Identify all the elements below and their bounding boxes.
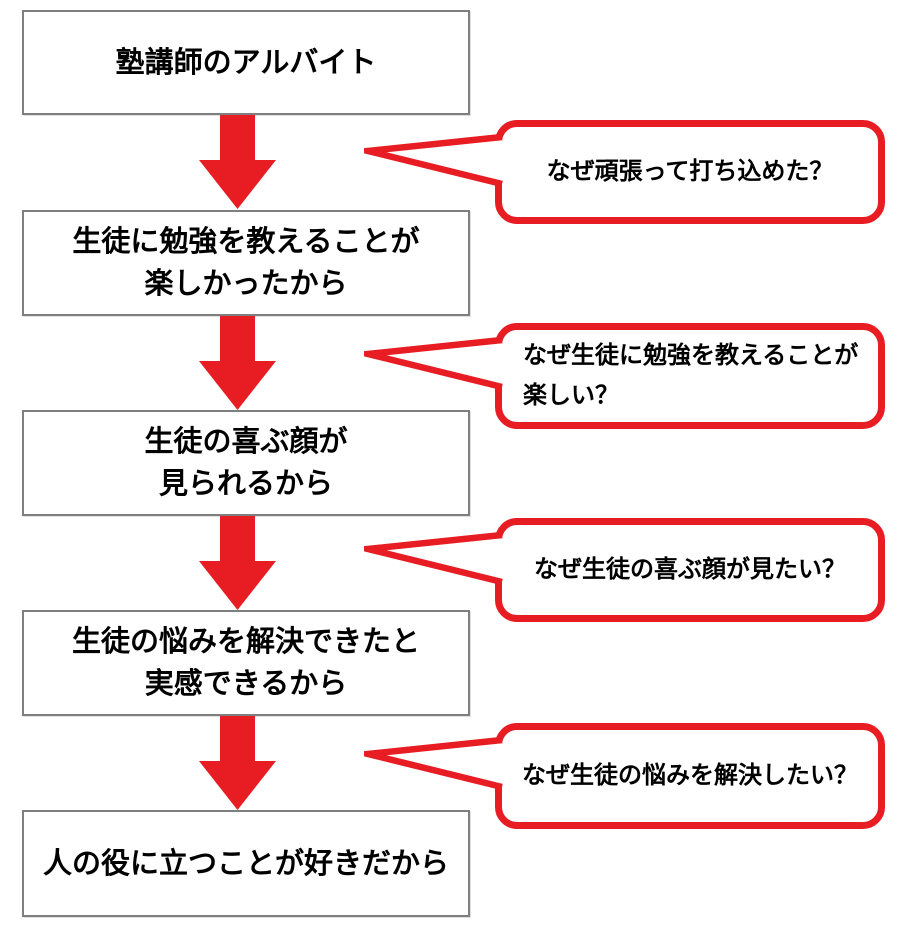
bubble-tail-icon-3 [364, 532, 503, 586]
why-bubble-text: なぜ生徒の喜ぶ顔が見たい？ [534, 556, 846, 583]
flow-box-text: 塾講師のアルバイト [115, 46, 377, 79]
flow-box-text-line1: 生徒に勉強を教えることが [72, 226, 420, 258]
why-bubble-3: なぜ生徒の喜ぶ顔が見たい？ [495, 518, 885, 622]
why-bubble-text: なぜ頑張って打ち込めた？ [546, 158, 834, 185]
flow-box-text-line2: 見られるから [158, 468, 333, 500]
flow-box-text-line1: 生徒の喜ぶ顔が [144, 426, 348, 458]
flow-box-reason-1: 生徒に勉強を教えることが 楽しかったから [22, 210, 470, 316]
flow-box-text: 人の役に立つことが好きだから [42, 847, 449, 880]
why-bubble-text-line2: 楽しい？ [523, 382, 619, 409]
flow-box-text-line2: 楽しかったから [144, 268, 348, 300]
flow-box-conclusion: 人の役に立つことが好きだから [22, 810, 470, 917]
flow-box-topic: 塾講師のアルバイト [22, 10, 470, 115]
why-bubble-text-line1: なぜ生徒に勉強を教えることが [523, 342, 859, 369]
bubble-tail-icon-1 [364, 134, 503, 188]
why-bubble-text: なぜ生徒の悩みを解決したい？ [522, 762, 858, 789]
down-arrow-icon-4 [199, 716, 276, 810]
why-bubble-2: なぜ生徒に勉強を教えることが 楽しい？ [495, 323, 885, 429]
why-bubble-4: なぜ生徒の悩みを解決したい？ [495, 723, 885, 829]
flow-box-reason-3: 生徒の悩みを解決できたと 実感できるから [22, 610, 470, 716]
down-arrow-icon-1 [199, 115, 276, 209]
flow-box-reason-2: 生徒の喜ぶ顔が 見られるから [22, 410, 470, 516]
down-arrow-icon-2 [199, 316, 276, 410]
flow-box-text-line2: 実感できるから [144, 668, 348, 700]
why-bubble-1: なぜ頑張って打ち込めた？ [495, 120, 885, 224]
bubble-tail-icon-2 [364, 337, 503, 391]
bubble-tail-icon-4 [364, 737, 503, 791]
flow-box-text-line1: 生徒の悩みを解決できたと [71, 626, 420, 658]
down-arrow-icon-3 [199, 516, 276, 610]
